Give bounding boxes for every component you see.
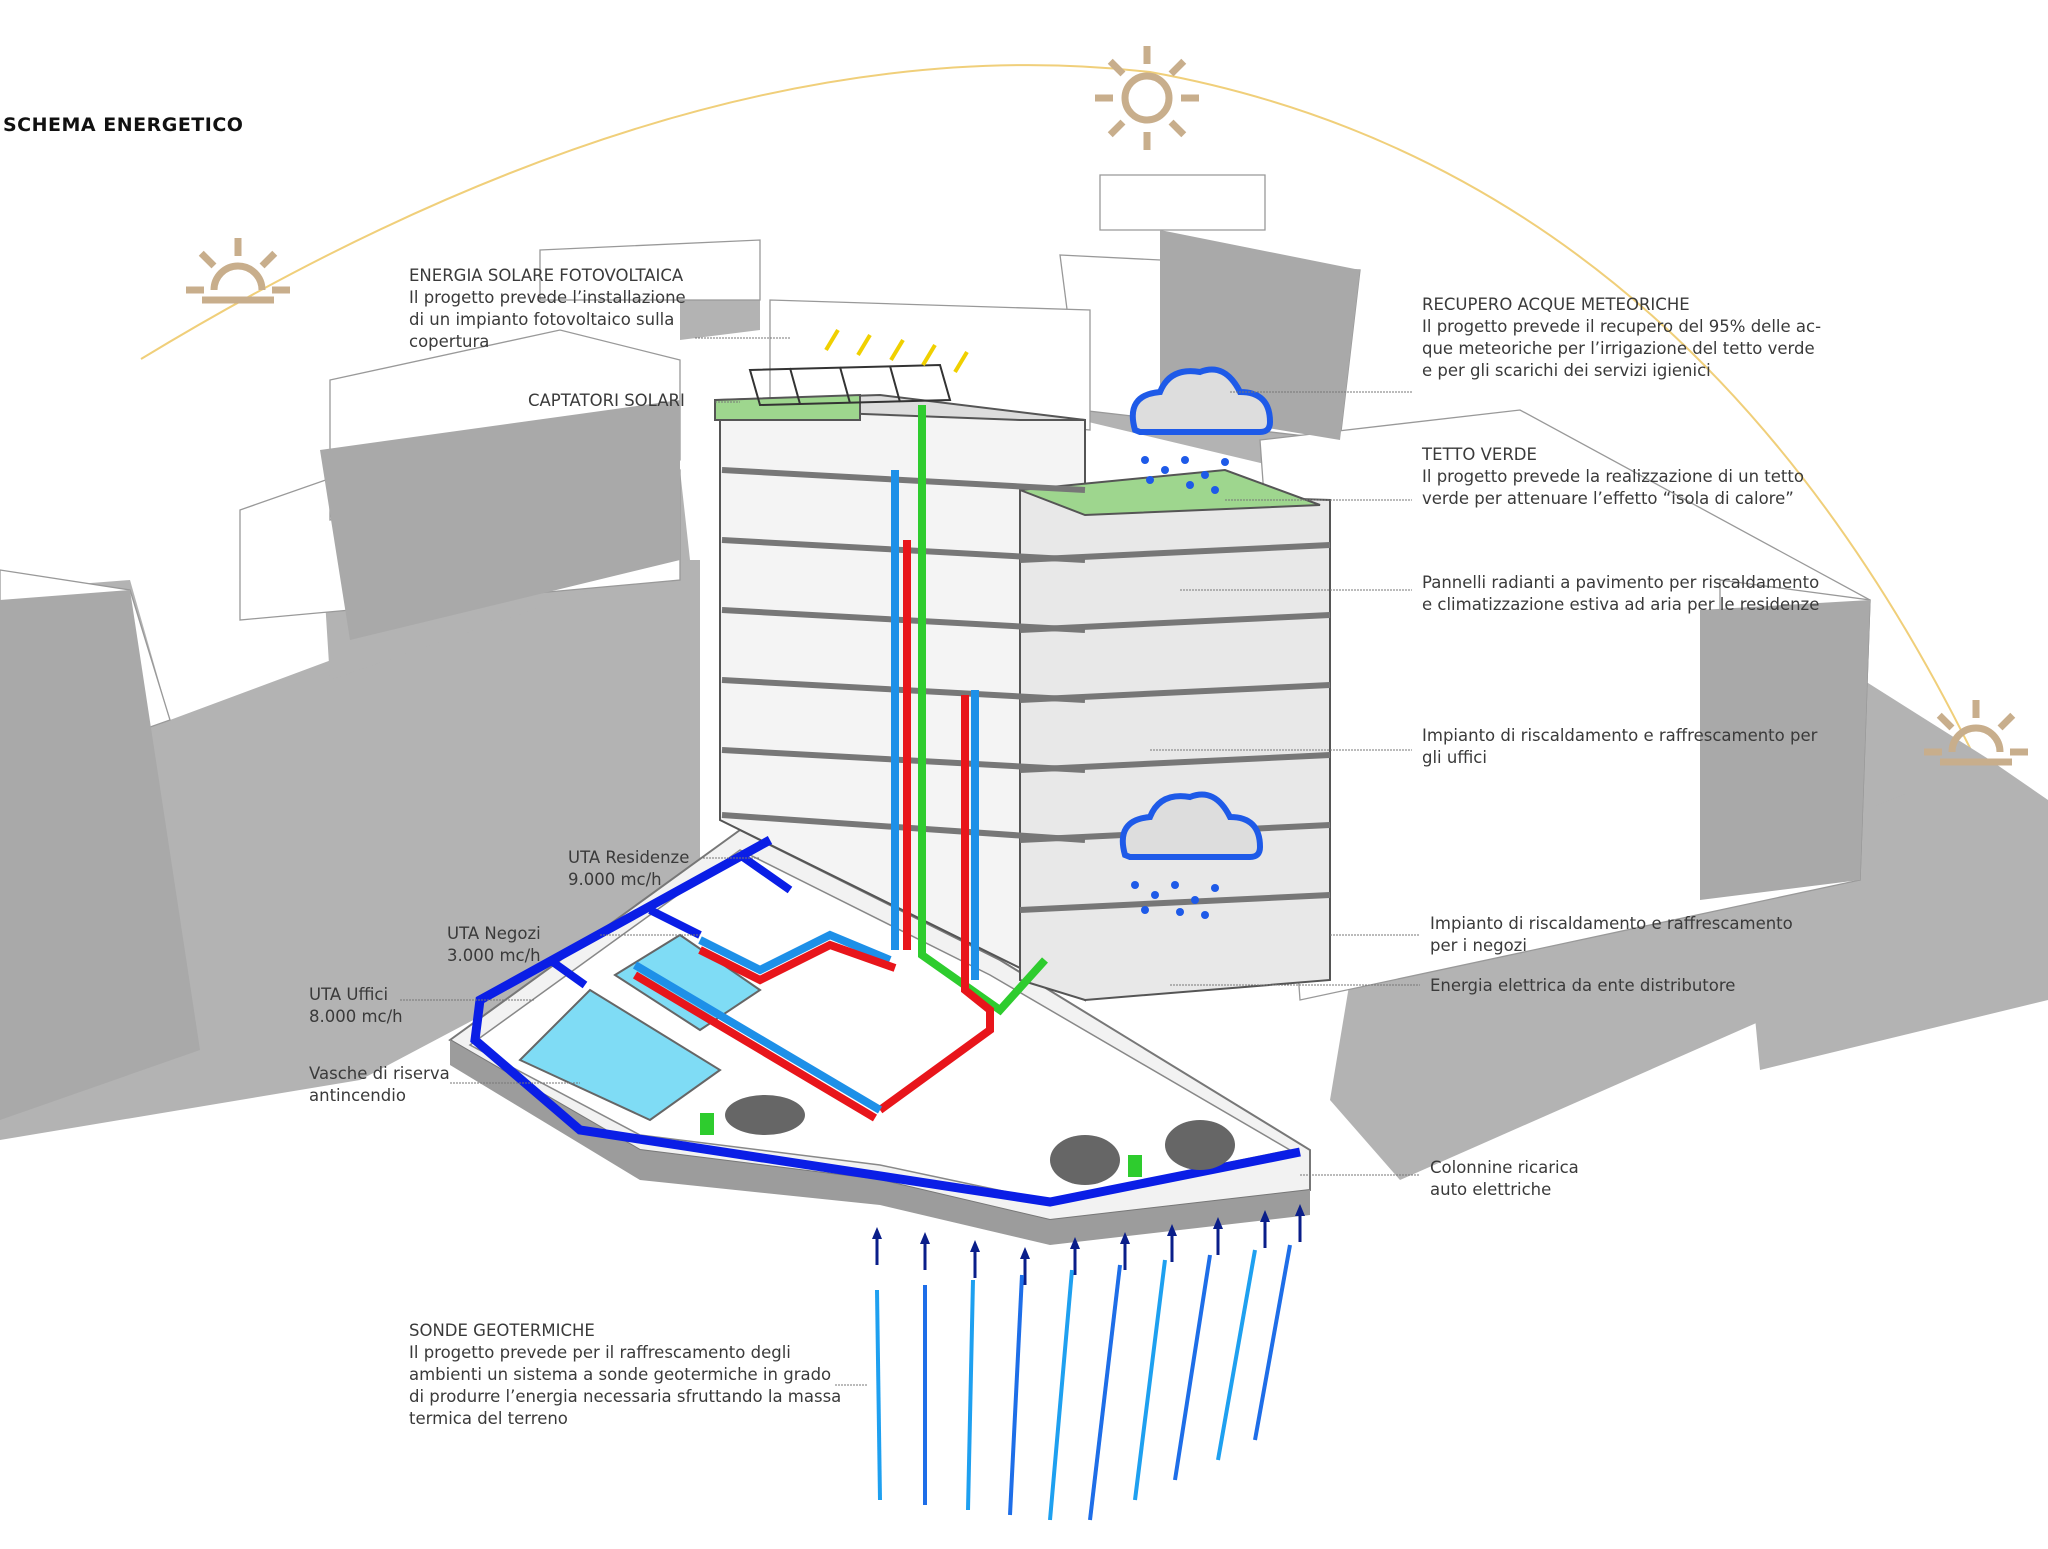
green-roof: [1019, 468, 1321, 517]
sun-icon: [186, 238, 290, 304]
label-line: di un impianto fotovoltaico sulla: [409, 310, 675, 329]
fire-reserve-tank: [518, 988, 722, 1122]
label-radiant-panels: Pannelli radianti a pavimento per riscal…: [1422, 572, 1819, 616]
label-line: Pannelli radianti a pavimento per riscal…: [1422, 573, 1820, 592]
label-line: Il progetto prevede la realizzazione di …: [1422, 467, 1804, 486]
label-rainwater-recovery: RECUPERO ACQUE METEORICHE Il progetto pr…: [1422, 294, 1821, 382]
arrow-head-icon: [1213, 1217, 1223, 1229]
label-line: gli uffici: [1422, 748, 1487, 767]
label-heading: TETTO VERDE: [1422, 445, 1537, 464]
sunlight-rays: [824, 328, 969, 374]
geothermal-probe: [875, 1289, 882, 1501]
geothermal-probe: [1008, 1274, 1024, 1516]
geothermal-probe: [1253, 1244, 1292, 1441]
label-line: e per gli scarichi dei servizi igienici: [1422, 361, 1711, 380]
label-heading: UTA Residenze: [568, 848, 690, 867]
page-title: SCHEMA ENERGETICO: [3, 114, 244, 136]
label-heading: RECUPERO ACQUE METEORICHE: [1422, 295, 1690, 314]
label-line: Colonnine ricarica: [1430, 1158, 1579, 1177]
sun-icon: [1924, 700, 2028, 766]
label-line: Il progetto prevede il recupero del 95% …: [1422, 317, 1822, 336]
geothermal-probe: [1216, 1249, 1257, 1461]
label-grid-electricity: Energia elettrica da ente distributore: [1430, 976, 1736, 995]
label-line: auto elettriche: [1430, 1180, 1552, 1199]
fire-reserve-tank-2: [613, 933, 762, 1032]
label-line: Il progetto prevede l’installazione: [409, 288, 686, 307]
label-photovoltaic: ENERGIA SOLARE FOTOVOLTAICA Il progetto …: [409, 265, 686, 353]
geothermal-probe: [1088, 1264, 1122, 1521]
label-line: e climatizzazione estiva ad aria per le …: [1422, 595, 1820, 614]
geothermal-probe: [966, 1279, 975, 1511]
arrow-head-icon: [872, 1227, 882, 1239]
label-line: Il progetto prevede per il raffrescament…: [409, 1343, 791, 1362]
geothermal-probe: [1133, 1259, 1167, 1501]
label-line: termica del terreno: [409, 1409, 568, 1428]
arrow-head-icon: [1295, 1204, 1305, 1216]
label-line: Vasche di riserva: [309, 1064, 450, 1083]
label-value: 3.000 mc/h: [447, 946, 541, 965]
arrow-head-icon: [1167, 1224, 1177, 1236]
label-office-hvac: Impianto di riscaldamento e raffrescamen…: [1422, 725, 1817, 769]
label-heading: UTA Uffici: [309, 985, 389, 1004]
label-heading: ENERGIA SOLARE FOTOVOLTAICA: [409, 266, 684, 285]
label-geothermal-probes: SONDE GEOTERMICHE Il progetto prevede pe…: [409, 1320, 841, 1430]
main-building: [714, 393, 1331, 1002]
label-line: Impianto di riscaldamento e raffrescamen…: [1430, 914, 1793, 933]
label-uta-offices: UTA Uffici 8.000 mc/h: [309, 984, 403, 1028]
rain-cloud-icon: [1129, 366, 1274, 494]
leader-lines: [400, 337, 1420, 1386]
sun-icon: [1095, 46, 1199, 150]
label-line: di produrre l’energia necessaria sfrutta…: [409, 1387, 842, 1406]
label-heading: UTA Negozi: [447, 924, 541, 943]
sun-path-arc: [140, 64, 2041, 906]
geothermal-probe: [1173, 1254, 1212, 1481]
label-uta-shops: UTA Negozi 3.000 mc/h: [447, 923, 541, 967]
geothermal-probe: [1048, 1269, 1074, 1521]
arrow-head-icon: [1120, 1232, 1130, 1244]
arrow-head-icon: [920, 1232, 930, 1244]
vertical-pipes: [632, 405, 1048, 1122]
label-shop-hvac: Impianto di riscaldamento e raffrescamen…: [1430, 913, 1802, 957]
label-value: 8.000 mc/h: [309, 1007, 403, 1026]
hot-riser: [877, 695, 994, 1114]
label-uta-residences: UTA Residenze 9.000 mc/h: [568, 847, 689, 891]
label-value: 9.000 mc/h: [568, 870, 662, 889]
air-duct: [470, 836, 1301, 1207]
label-line: per i negozi: [1430, 936, 1527, 955]
label-line: ambienti un sistema a sonde geotermiche …: [409, 1365, 832, 1384]
ev-charger-icon: [700, 1113, 1142, 1177]
label-line: copertura: [409, 332, 490, 351]
label-green-roof: TETTO VERDE Il progetto prevede la reali…: [1422, 444, 1804, 510]
geothermal-probes: [872, 1204, 1305, 1521]
label-heading: SONDE GEOTERMICHE: [409, 1321, 595, 1340]
label-line: Impianto di riscaldamento e raffrescamen…: [1422, 726, 1818, 745]
solar-panels: [748, 363, 952, 407]
label-ev-chargers: Colonnine ricarica auto elettriche: [1430, 1157, 1579, 1201]
label-line: antincendio: [309, 1086, 406, 1105]
arrow-head-icon: [1070, 1237, 1080, 1249]
rain-cloud-icon: [1119, 791, 1264, 919]
arrow-head-icon: [1020, 1247, 1030, 1259]
label-solar-collectors: CAPTATORI SOLARI: [528, 391, 685, 410]
arrow-head-icon: [970, 1240, 980, 1252]
parked-cars: [725, 1095, 1235, 1185]
label-line: verde per attenuare l’effetto “isola di …: [1422, 489, 1794, 508]
arrow-head-icon: [1260, 1210, 1270, 1222]
label-fire-tanks: Vasche di riserva antincendio: [309, 1063, 450, 1107]
label-line: que meteoriche per l’irrigazione del tet…: [1422, 339, 1815, 358]
